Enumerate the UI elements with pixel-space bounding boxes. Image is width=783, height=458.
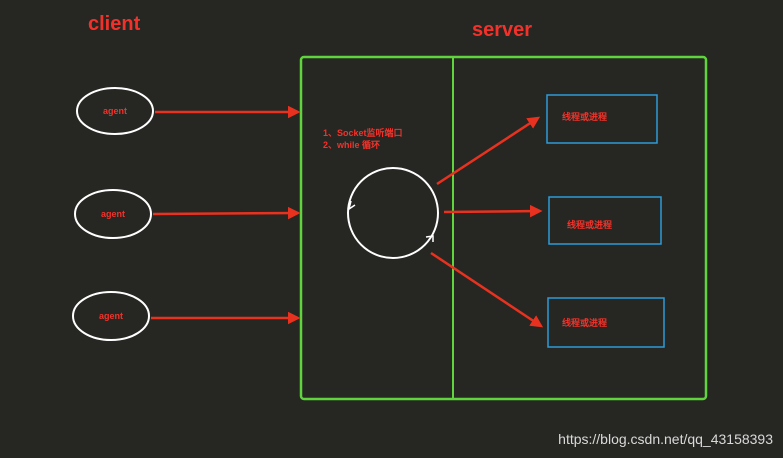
agent-label: agent — [99, 311, 123, 321]
worker-box-2: 线程或进程 — [548, 196, 662, 245]
agent-label: agent — [103, 106, 127, 116]
agent-node-3: agent — [72, 291, 150, 341]
while-loop-circle — [347, 167, 439, 259]
dispatch-arrow-2 — [443, 204, 543, 218]
agent-node-2: agent — [74, 189, 152, 239]
agent-node-1: agent — [76, 87, 154, 135]
agent-arrow-2 — [152, 206, 301, 220]
server-box — [299, 55, 708, 401]
dispatch-arrow-3 — [430, 251, 544, 328]
loop-note-1: 1、Socket监听端口 — [323, 127, 403, 138]
loop-direction-marker-right — [425, 235, 434, 242]
worker-label: 线程或进程 — [562, 317, 607, 328]
dispatch-arrow-1 — [436, 116, 541, 186]
server-title: server — [472, 19, 532, 41]
watermark-text: https://blog.csdn.net/qq_43158393 — [558, 431, 773, 447]
worker-label: 线程或进程 — [562, 111, 607, 122]
loop-direction-marker-left — [347, 200, 356, 211]
agent-label: agent — [101, 209, 125, 219]
worker-box-1: 线程或进程 — [546, 94, 658, 144]
client-title: client — [88, 13, 141, 35]
loop-note-2: 2、while 循环 — [323, 139, 380, 150]
worker-box-3: 线程或进程 — [547, 297, 665, 348]
worker-label: 线程或进程 — [567, 219, 612, 230]
